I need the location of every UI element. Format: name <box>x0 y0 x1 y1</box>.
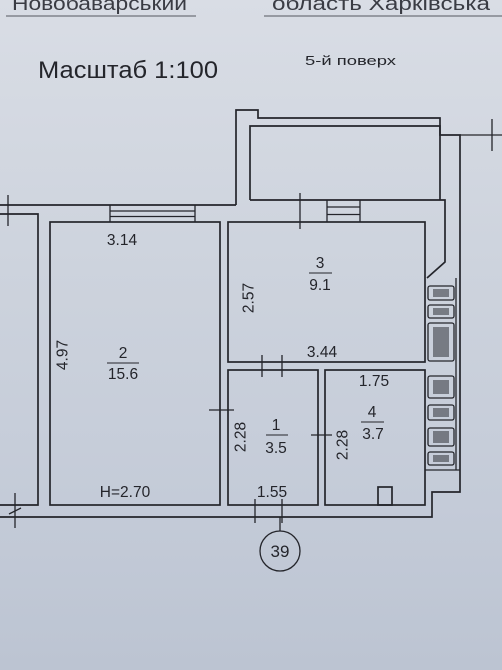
window-pane <box>427 375 455 399</box>
axis-marks <box>7 119 502 528</box>
room-4-dim-horizontal: 1.75 <box>359 373 389 390</box>
window-pane-fill <box>433 408 449 417</box>
window-pane-fill <box>433 289 449 297</box>
windows <box>109 200 455 466</box>
door-marks <box>209 193 332 523</box>
room-1-labels: 1 3.5 2.28 1.55 <box>233 417 288 501</box>
room-2-outline <box>49 221 221 506</box>
room-3-area: 9.1 <box>309 277 331 294</box>
room-2-dim-vertical: 4.97 <box>55 340 72 370</box>
axis-mark-top-right <box>460 119 502 151</box>
room-3-labels: 3 9.1 2.57 3.44 <box>241 255 338 361</box>
room-1-dim-horizontal: 1.55 <box>257 484 287 501</box>
pilaster <box>377 486 393 506</box>
outer-building-contour <box>0 109 461 518</box>
marker-circle <box>259 530 301 572</box>
window-pane <box>427 427 455 447</box>
room-4-area: 3.7 <box>362 426 384 443</box>
walls <box>0 109 461 518</box>
loggia-inner-contour <box>249 125 441 200</box>
window-pane-fill <box>433 431 449 443</box>
room-2-number: 2 <box>119 345 128 362</box>
room-2-dim-horizontal: 3.14 <box>107 232 138 249</box>
room-4-outline <box>324 369 426 506</box>
room-1-top-door-marks <box>261 355 283 377</box>
window-pane <box>427 285 455 301</box>
room-1-dim-vertical: 2.28 <box>233 422 250 452</box>
apartment-number: 39 <box>271 542 290 561</box>
right-wall-band <box>425 278 460 471</box>
room-1-number: 1 <box>272 417 281 434</box>
window-pane <box>427 322 455 362</box>
floor-label: 5-й поверх <box>305 53 397 68</box>
right-window-stack <box>427 285 455 466</box>
form-header: Новобаварський область Харківська <box>6 0 502 17</box>
room-4-dim-vertical: 2.28 <box>335 430 352 460</box>
window-pane-fill <box>433 455 449 462</box>
district-field: Новобаварський <box>12 0 187 15</box>
room-3-top-exterior-wall <box>250 199 446 279</box>
room-4-number: 4 <box>368 404 377 421</box>
room-1-area: 3.5 <box>265 440 287 457</box>
window-pane <box>427 404 455 421</box>
room-3-dim-horizontal: 3.44 <box>307 344 338 361</box>
room-2-area: 15.6 <box>108 366 138 383</box>
left-exterior-wall <box>0 213 39 506</box>
room-2-window <box>109 205 196 222</box>
window-pane-fill <box>433 380 449 394</box>
room-3-window <box>326 200 361 222</box>
room-1-outline <box>227 369 319 506</box>
axis-mark-bottom-left <box>8 493 22 528</box>
room-3-dim-vertical: 2.57 <box>241 283 258 313</box>
window-pane-fill <box>433 308 449 315</box>
window-pane-fill <box>433 327 449 357</box>
room-4-labels: 1.75 4 3.7 2.28 <box>335 373 390 460</box>
apartment-marker: 39 <box>259 517 301 572</box>
window-pane <box>427 451 455 466</box>
room-3-number: 3 <box>316 255 325 272</box>
scale-label: Масштаб 1:100 <box>38 57 218 84</box>
entrance-door-marks <box>254 499 283 523</box>
window-pane <box>427 304 455 319</box>
ceiling-height-note: H=2.70 <box>100 484 151 501</box>
region-field: область Харківська <box>272 0 491 15</box>
room-2-labels: 3.14 4.97 2 15.6 H=2.70 <box>55 232 151 501</box>
